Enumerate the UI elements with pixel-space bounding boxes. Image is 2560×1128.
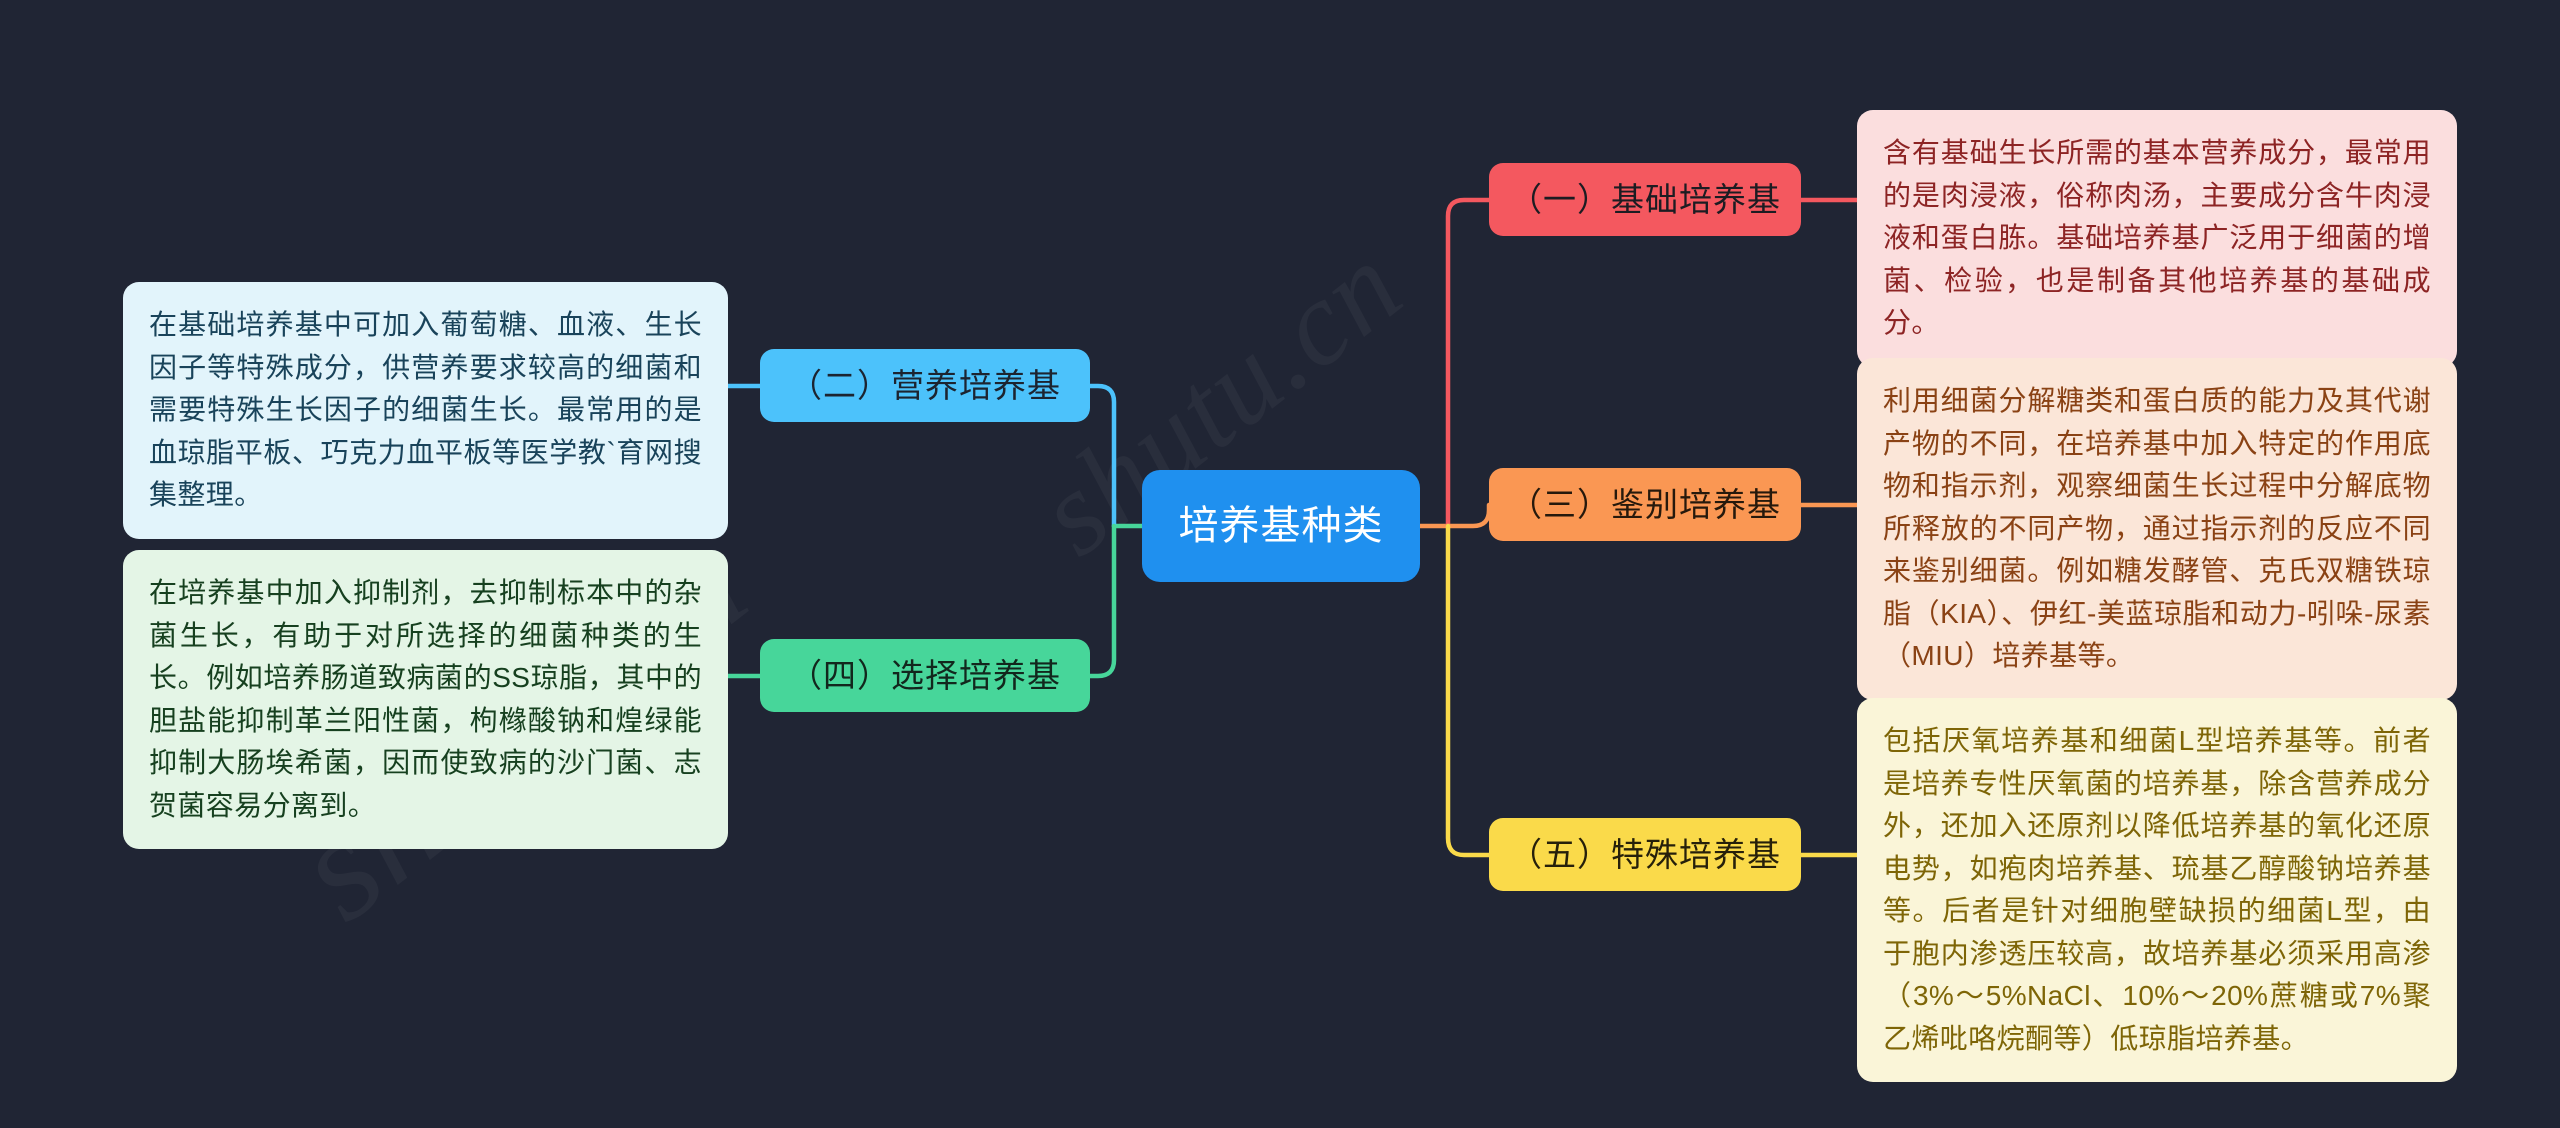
branch-node-label: （四）选择培养基 — [789, 656, 1061, 694]
branch-node-label: （一）基础培养基 — [1509, 180, 1781, 218]
branch-node-differential-medium[interactable]: （三）鉴别培养基 — [1489, 468, 1801, 541]
branch-node-label: （三）鉴别培养基 — [1509, 485, 1781, 523]
branch-node-special-medium[interactable]: （五）特殊培养基 — [1489, 818, 1801, 891]
branch-node-nutrient-medium[interactable]: （二）营养培养基 — [760, 349, 1090, 422]
detail-card-nutrient-medium: 在基础培养基中可加入葡萄糖、血液、生长因子等特殊成分，供营养要求较高的细菌和需要… — [123, 282, 728, 539]
detail-card-basic-medium: 含有基础生长所需的基本营养成分，最常用的是肉浸液，俗称肉汤，主要成分含牛肉浸液和… — [1857, 110, 2457, 367]
root-node-label: 培养基种类 — [1178, 504, 1384, 548]
branch-node-label: （五）特殊培养基 — [1509, 835, 1781, 873]
detail-card-special-medium: 包括厌氧培养基和细菌L型培养基等。前者是培养专性厌氧菌的培养基，除含营养成分外，… — [1857, 698, 2457, 1083]
detail-card-differential-medium: 利用细菌分解糖类和蛋白质的能力及其代谢产物的不同，在培养基中加入特定的作用底物和… — [1857, 358, 2457, 700]
branch-node-selective-medium[interactable]: （四）选择培养基 — [760, 639, 1090, 712]
root-node-culture-medium-types[interactable]: 培养基种类 — [1142, 470, 1420, 582]
branch-node-basic-medium[interactable]: （一）基础培养基 — [1489, 163, 1801, 236]
detail-card-selective-medium: 在培养基中加入抑制剂，去抑制标本中的杂菌生长，有助于对所选择的细菌种类的生长。例… — [123, 550, 728, 850]
branch-node-label: （二）营养培养基 — [789, 366, 1061, 404]
